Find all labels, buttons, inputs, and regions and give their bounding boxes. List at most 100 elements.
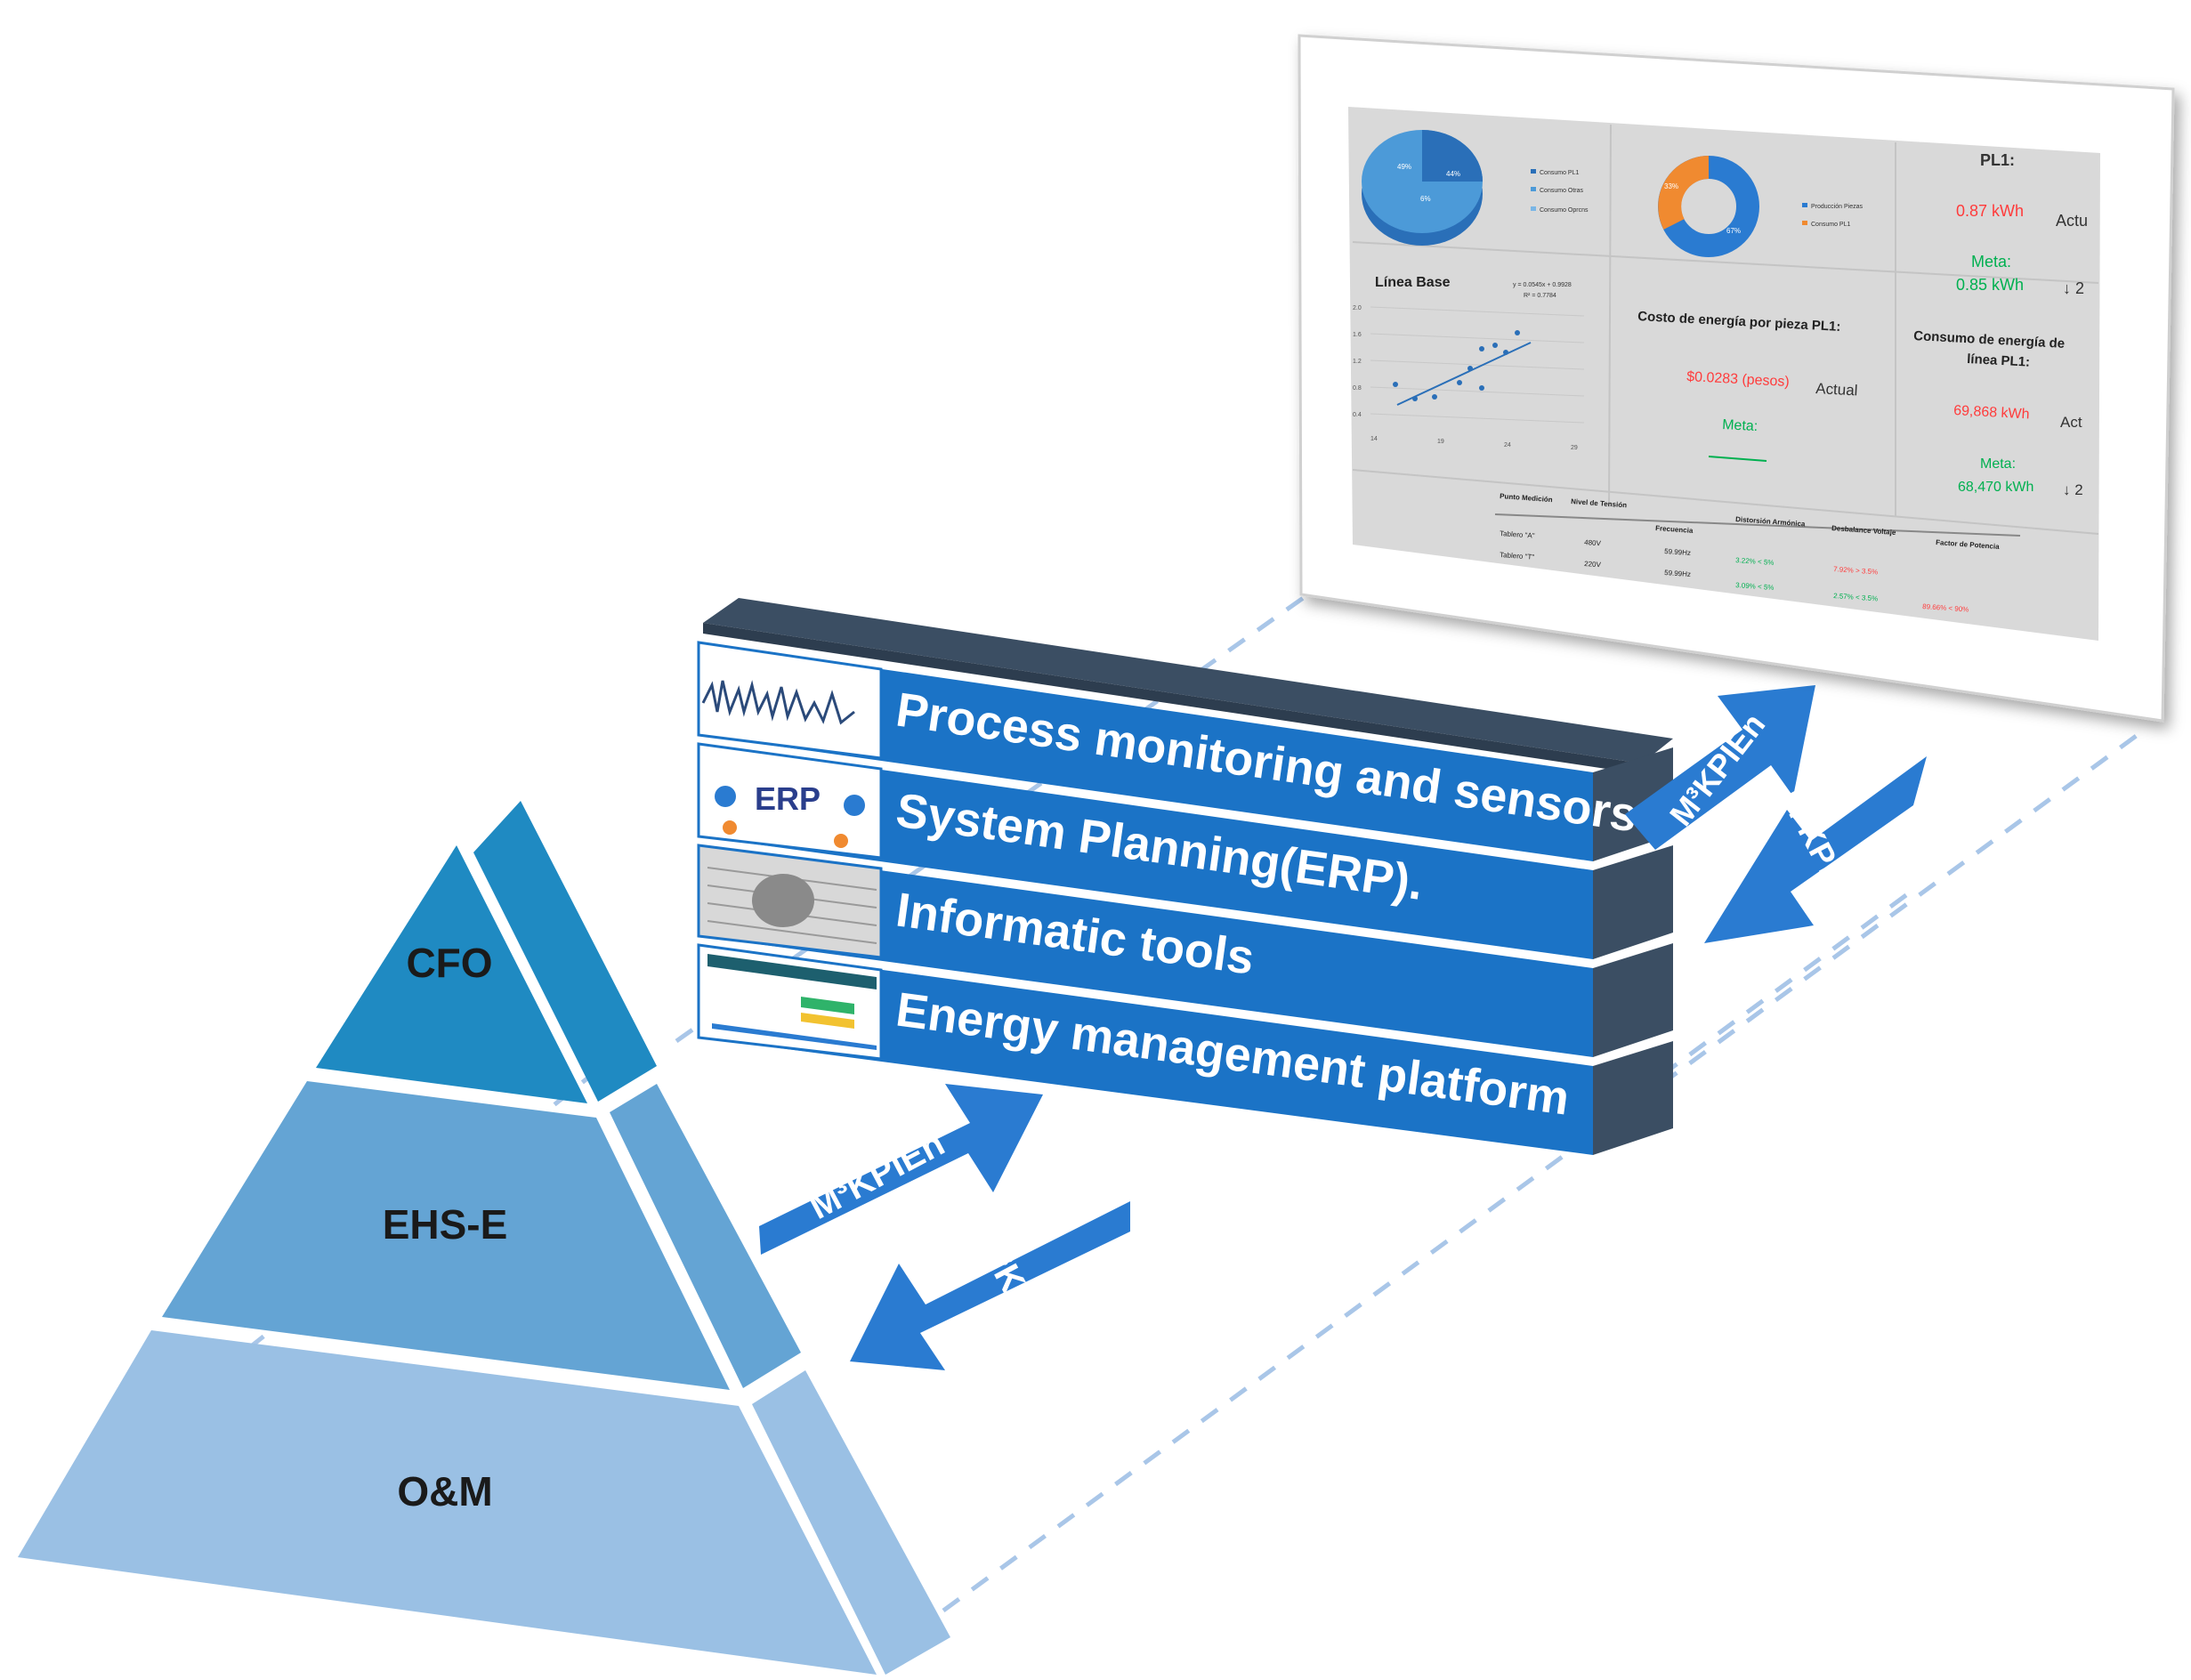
pyramid-side-mid — [610, 1084, 801, 1388]
scatter-trendline — [1396, 342, 1532, 406]
pie1-label-0: 49% — [1397, 163, 1411, 171]
layer-2-side — [1593, 845, 1673, 959]
layer-2-thumb-bg — [697, 742, 883, 860]
scatter-y-tick-3: 0.8 — [1353, 385, 1362, 392]
donut-label-0: 33% — [1664, 182, 1678, 190]
pl1-actual: Actu — [2056, 212, 2088, 230]
pyramid-label-om: O&M — [397, 1468, 492, 1514]
layer-2-band — [699, 744, 1593, 959]
dashboard-table: Punto Medición Nivel de Tensión Frecuenc… — [1494, 492, 2021, 614]
pl1-value: 0.87 kWh — [1956, 202, 2024, 220]
table-header-1: Nivel de Tensión — [1571, 497, 1628, 509]
table-header-rule — [1494, 513, 2021, 537]
table-header-0: Punto Medición — [1500, 492, 1553, 504]
dashboard-donut-legend: Producción Piezas Consumo PL1 — [1802, 203, 1863, 228]
scatter-regression: y = 0.0545x + 0.9928 — [1513, 282, 1572, 288]
system-layer-stack: ERP Process monitoring an — [697, 598, 1673, 1155]
scatter-y-tick-2: 1.2 — [1353, 359, 1362, 365]
dashboard-pl1-card: PL1: 0.87 kWh Actu Meta: 0.85 kWh ↓ 2 — [1956, 151, 2088, 297]
table-header-2: Frecuencia — [1655, 524, 1694, 535]
stack-top-face-front — [703, 623, 1642, 774]
dashboard-pie-1: 49% 44% 6% — [1362, 130, 1483, 246]
platform-thumbnail — [707, 954, 877, 1050]
table-r1-c2: 59.99Hz — [1664, 569, 1691, 578]
scatter-x-tick-0: 14 — [1370, 436, 1378, 442]
dashboard-donut: 33% 67% — [1658, 156, 1759, 257]
consumo-meta: Meta: — [1980, 456, 2016, 472]
erp-thumbnail: ERP — [715, 780, 865, 848]
consumo-value: 69,868 kWh — [1953, 403, 2030, 422]
lower-up-arrow-label: M³KPIEn — [804, 1124, 951, 1227]
pie1-legend-1: Consumo Otras — [1540, 188, 1584, 194]
table-r1-c4: 2.57% < 3.5% — [1833, 592, 1879, 602]
layer-4-band — [699, 945, 1593, 1155]
scatter-y-tick-1: 1.6 — [1353, 332, 1362, 338]
pyramid-side-top — [473, 801, 657, 1102]
scatter-y-tick-0: 2.0 — [1353, 305, 1362, 311]
pyramid-level-ehs-e — [162, 1081, 730, 1390]
layer-3-side — [1593, 943, 1673, 1057]
erp-chart-icon — [834, 834, 848, 848]
erp-thumbnail-text: ERP — [755, 780, 821, 817]
donut-legend-0: Producción Piezas — [1811, 204, 1863, 210]
pie1-label-2: 6% — [1420, 195, 1431, 203]
upper-down-arrow — [1704, 756, 1927, 943]
stack-top-face — [703, 598, 1673, 763]
pl1-trend-arrow: ↓ 2 — [2063, 279, 2084, 297]
scatter-x-tick-3: 29 — [1571, 445, 1578, 451]
layer-1-thumb-bg — [697, 641, 883, 760]
scatter-title: Línea Base — [1375, 275, 1451, 290]
dashboard-screen: 49% 44% 6% Consumo PL1 Consumo Otras Con… — [1298, 34, 2175, 723]
donut-legend-1: Consumo PL1 — [1811, 222, 1850, 228]
pyramid: CFO EHS-E O&M — [18, 801, 950, 1675]
scatter-r2: R² = 0.7784 — [1524, 293, 1556, 299]
pl1-meta-value: 0.85 kWh — [1956, 276, 2024, 294]
layer-1-band — [699, 642, 1593, 861]
scatter-y-tick-4: 0.4 — [1353, 412, 1362, 418]
informatic-figure-icon — [752, 874, 814, 927]
cost-meta: Meta: — [1722, 417, 1758, 434]
pyramid-level-cfo — [316, 845, 587, 1103]
table-r1-c0: Tablero "T" — [1500, 551, 1535, 561]
table-r0-c3: 3.22% < 5% — [1735, 556, 1775, 567]
table-r0-c4: 7.92% > 3.5% — [1833, 565, 1879, 576]
pyramid-label-cfo: CFO — [406, 940, 492, 986]
table-r0-c2: 59.99Hz — [1664, 547, 1691, 557]
donut-label-1: 67% — [1726, 227, 1741, 235]
erp-gear-icon — [723, 820, 737, 835]
scatter-x-tick-1: 19 — [1437, 439, 1444, 445]
cost-value: $0.0283 (pesos) — [1686, 369, 1790, 390]
pyramid-side-bottom — [752, 1370, 950, 1675]
pie1-label-1: 44% — [1446, 170, 1460, 178]
upper-up-arrow — [1625, 685, 1815, 850]
lower-up-arrow — [759, 1084, 1043, 1255]
erp-node-icon — [715, 786, 736, 807]
table-r1-c1: 220V — [1584, 560, 1602, 569]
cost-actual: Actual — [1815, 380, 1858, 399]
lower-arrows: M³KPIEn M³KPIEn — [759, 1084, 1130, 1370]
table-r1-c3: 3.09% < 5% — [1735, 581, 1775, 592]
table-r0-c0: Tablero "A" — [1500, 529, 1535, 540]
layer-3-band — [699, 845, 1593, 1057]
informatic-thumbnail — [707, 867, 877, 944]
consumo-trend-arrow: ↓ 2 — [2063, 481, 2083, 498]
consumo-actual: Act — [2060, 414, 2082, 431]
layer-4-side — [1593, 1041, 1673, 1155]
pyramid-level-om — [18, 1330, 877, 1675]
pl1-title: PL1: — [1980, 151, 2015, 169]
pie1-legend-2: Consumo Oprcns — [1540, 207, 1589, 214]
cost-meta-underline — [1708, 456, 1767, 462]
lower-down-arrow — [850, 1201, 1130, 1370]
dashboard-pie-1-legend: Consumo PL1 Consumo Otras Consumo Oprcns — [1531, 169, 1589, 214]
erp-person-icon — [844, 795, 865, 816]
pie1-legend-0: Consumo PL1 — [1540, 170, 1579, 176]
dashboard-scatter: Línea Base y = 0.0545x + 0.9928 R² = 0.7… — [1353, 275, 1585, 451]
table-r0-c1: 480V — [1584, 538, 1602, 547]
waveform-thumbnail — [701, 680, 855, 725]
pyramid-label-ehs-e: EHS-E — [383, 1201, 508, 1248]
table-r1-c5: 89.66% < 90% — [1922, 602, 1969, 614]
scatter-x-tick-2: 24 — [1504, 442, 1511, 448]
dashboard-panel — [1348, 107, 2100, 641]
pl1-meta: Meta: — [1971, 253, 2011, 271]
